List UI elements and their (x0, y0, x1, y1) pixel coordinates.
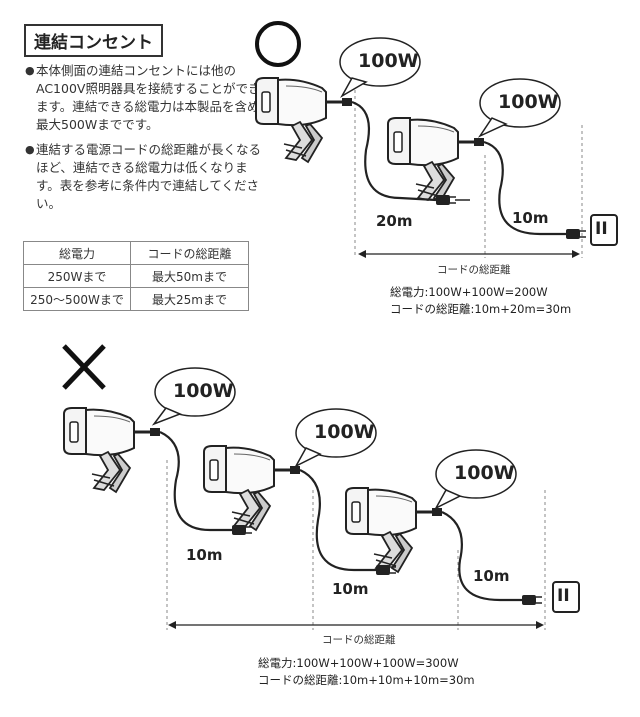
bad-cord-1-length: 10m (186, 546, 223, 564)
good-cord-2-length: 10m (512, 209, 549, 227)
lamp-icon (386, 116, 486, 204)
table-cell: 最大25mまで (130, 287, 249, 311)
bullet-icon: ● (25, 64, 35, 77)
bad-lamp-1-wattage: 100W (173, 380, 234, 402)
table-row: 250～500Wまで 最大25mまで (23, 287, 249, 311)
bad-total-distance: コードの総距離:10m+10m+10m=30m (258, 673, 475, 687)
outlet-icon (590, 214, 618, 246)
note-2: ● 連結する電源コードの総距離が長くなるほど、連結できる総電力は低くなります。表… (25, 141, 264, 213)
bad-outlet-symbol: II (557, 586, 570, 606)
bad-distance-caption: コードの総距離 (322, 634, 396, 646)
good-total-distance: コードの総距離:10m+20m=30m (390, 302, 572, 316)
good-outlet-symbol: II (595, 219, 608, 239)
table-cell: 250Wまで (23, 264, 131, 288)
note-2-text: 連結する電源コードの総距離が長くなるほど、連結できる総電力は低くなります。表を参… (36, 142, 262, 211)
good-cord-1-length: 20m (376, 212, 413, 230)
lamp-icon (62, 406, 162, 494)
good-lamp-2-wattage: 100W (498, 91, 559, 113)
bad-lamp-3-wattage: 100W (454, 462, 515, 484)
bad-cord-3-length: 10m (473, 567, 510, 585)
circle-mark-icon (255, 21, 301, 67)
good-total-power: 総電力:100W+100W=200W (390, 285, 548, 299)
bullet-icon: ● (25, 143, 35, 156)
outlet-icon (552, 581, 580, 613)
table-cell: 250～500Wまで (23, 287, 131, 311)
lamp-icon (202, 444, 302, 532)
table-header-row: 総電力 コードの総距離 (23, 241, 249, 265)
note-1-text: 本体側面の連結コンセントには他のAC100V照明器具を接続することができます。連… (36, 63, 261, 132)
section-title: 連結コンセント (24, 24, 163, 57)
lamp-icon (344, 486, 444, 574)
lamp-icon (254, 76, 354, 164)
bad-cord-2-length: 10m (332, 580, 369, 598)
bad-lamp-2-wattage: 100W (314, 421, 375, 443)
table-header-distance: コードの総距離 (130, 241, 249, 265)
good-lamp-1-wattage: 100W (358, 50, 419, 72)
good-distance-caption: コードの総距離 (437, 264, 511, 276)
table-header-power: 総電力 (23, 241, 131, 265)
spec-table: 総電力 コードの総距離 250Wまで 最大50mまで 250～500Wまで 最大… (23, 241, 249, 311)
bad-total-power: 総電力:100W+100W+100W=300W (258, 656, 459, 670)
note-1: ● 本体側面の連結コンセントには他のAC100V照明器具を接続することができます… (25, 62, 264, 134)
